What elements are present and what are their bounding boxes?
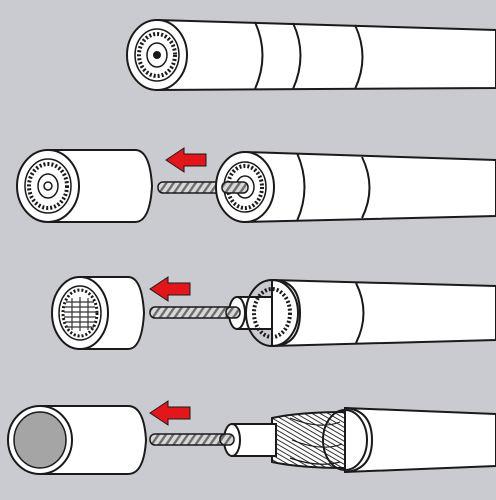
step-4	[7, 400, 496, 475]
red-arrow	[149, 276, 191, 302]
dielectric	[225, 296, 273, 330]
cable-end-face	[126, 19, 188, 91]
step-1	[126, 18, 496, 92]
cable-jacket	[156, 18, 496, 92]
step-2	[16, 147, 496, 224]
cable-jacket	[271, 278, 496, 348]
step-3	[51, 276, 496, 350]
conductor-tip	[221, 181, 249, 194]
red-arrow	[149, 400, 191, 426]
removed-section	[7, 405, 148, 475]
removed-section	[16, 149, 154, 223]
braided-shield	[271, 410, 346, 470]
cable-end-face	[322, 407, 374, 473]
cable-jacket	[244, 150, 496, 224]
removed-section	[51, 276, 146, 350]
red-arrow	[165, 147, 207, 173]
dielectric	[219, 423, 277, 457]
cable-end-face	[245, 279, 302, 347]
